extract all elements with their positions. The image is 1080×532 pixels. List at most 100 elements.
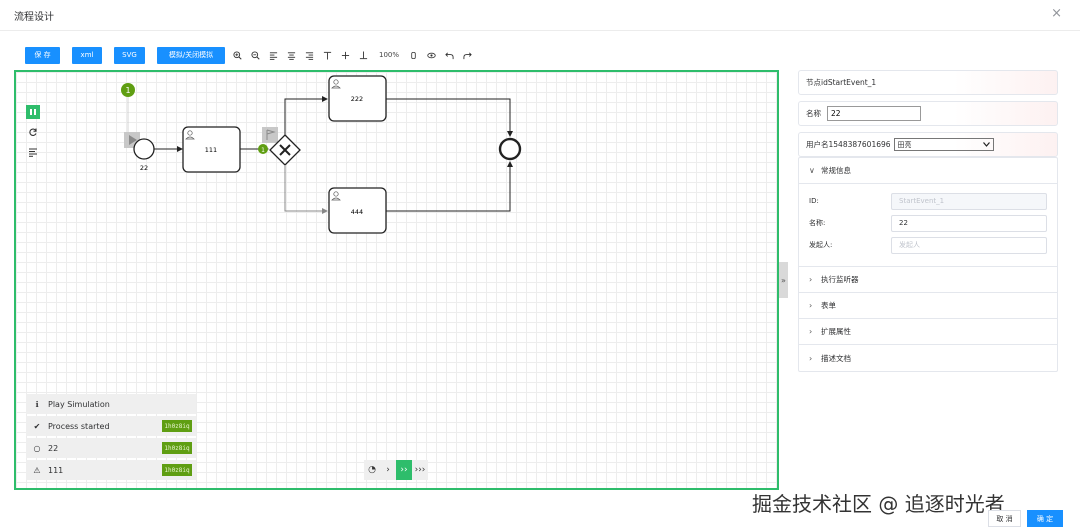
sequence-flow[interactable] <box>386 98 513 137</box>
chevron-right-icon: › <box>809 353 813 363</box>
align-left-icon[interactable] <box>267 49 279 61</box>
section-title: 表单 <box>821 301 836 310</box>
name-field-label: 名称: <box>809 219 826 227</box>
user-label: 用户名1548387601696 <box>806 140 891 149</box>
reset-icon[interactable] <box>26 125 40 139</box>
node-id-card: 节点idStartEvent_1 <box>798 70 1058 95</box>
check-circle-icon: ✔ <box>33 421 41 431</box>
section-general-body: ID: StartEvent_1 名称: 22 发起人: 发起人 <box>799 184 1057 267</box>
align-top-icon[interactable] <box>321 49 333 61</box>
task-label: 444 <box>351 208 363 216</box>
align-center-icon[interactable] <box>285 49 297 61</box>
section-form-header[interactable]: › 表单 <box>799 293 1057 319</box>
token-id-badge: 1h0z8iq <box>162 420 192 432</box>
svg-button[interactable]: SVG <box>114 46 145 64</box>
save-button[interactable]: 保 存 <box>25 46 60 64</box>
start-event-icon: ○ <box>33 443 41 453</box>
start-event-label: 22 <box>140 164 148 172</box>
gateway-trigger-icon[interactable] <box>262 127 278 143</box>
toolbar: 保 存 xml SVG 模拟/关闭模拟 100% <box>25 46 479 64</box>
clear-icon[interactable] <box>407 49 419 61</box>
align-middle-icon[interactable] <box>339 49 351 61</box>
section-title: 扩展属性 <box>821 327 851 336</box>
chevron-down-icon <box>982 142 990 147</box>
chevron-right-icon: › <box>809 301 813 310</box>
name-label: 名称 <box>806 109 821 118</box>
section-title: 描述文档 <box>821 353 851 363</box>
log-text: 22 <box>48 443 59 453</box>
redo-icon[interactable] <box>461 49 473 61</box>
log-row: ○ 22 1h0z8iq <box>26 438 196 458</box>
log-text: 111 <box>48 465 64 475</box>
field-id: ID: StartEvent_1 <box>809 192 1047 210</box>
speed-fast-button[interactable]: ››› <box>414 465 426 475</box>
chevron-right-icon: › <box>809 327 813 336</box>
node-id-label: 节点idStartEvent_1 <box>806 78 877 87</box>
name-input[interactable] <box>827 106 921 121</box>
log-text: Play Simulation <box>48 399 110 409</box>
speed-normal-button[interactable]: ›› <box>396 460 412 480</box>
log-row: ✔ Process started 1h0z8iq <box>26 416 196 436</box>
undo-icon[interactable] <box>443 49 455 61</box>
zoom-out-icon[interactable] <box>249 49 261 61</box>
gateway-token-badge <box>258 144 268 154</box>
start-event[interactable] <box>133 138 155 160</box>
speed-slow-button[interactable]: › <box>386 465 390 475</box>
id-label: ID: <box>809 197 819 205</box>
sequence-flow[interactable] <box>284 96 328 135</box>
preview-icon[interactable] <box>425 49 437 61</box>
align-right-icon[interactable] <box>303 49 315 61</box>
initiator-input[interactable]: 发起人 <box>891 236 1047 254</box>
user-task-icon <box>185 130 195 140</box>
bpmn-diagram: 1 22 111 <box>121 75 522 234</box>
pause-icon[interactable] <box>26 105 40 119</box>
user-task-icon: ⚠ <box>33 465 41 475</box>
token-id-badge: 1h0z8iq <box>162 442 192 454</box>
section-title: 常规信息 <box>821 166 851 175</box>
watermark: 掘金技术社区 @ 追逐时光者 <box>752 492 1005 516</box>
section-extensions-header[interactable]: › 扩展属性 <box>799 319 1057 345</box>
header-divider <box>0 30 1080 31</box>
log-row: ⚠ 111 1h0z8iq <box>26 460 196 480</box>
toggle-simulation-button[interactable]: 模拟/关闭模拟 <box>157 46 225 64</box>
cancel-button[interactable]: 取 消 <box>988 510 1021 527</box>
xml-button[interactable]: xml <box>72 46 102 64</box>
section-listeners-header[interactable]: › 执行监听器 <box>799 267 1057 293</box>
log-text: Process started <box>48 421 110 431</box>
confirm-button[interactable]: 确 定 <box>1027 510 1063 527</box>
sequence-flow[interactable] <box>386 161 513 212</box>
panel-collapse-handle[interactable]: » <box>779 262 788 298</box>
log-toggle-icon[interactable] <box>26 145 40 159</box>
task-label: 222 <box>351 95 363 103</box>
section-documentation-header[interactable]: › 描述文档 <box>799 345 1057 371</box>
simulation-side-tools <box>26 105 40 165</box>
node-name-card: 名称 <box>798 101 1058 126</box>
close-icon[interactable]: × <box>1051 6 1062 21</box>
token-count-badge: 1 <box>121 83 135 132</box>
zoom-in-icon[interactable] <box>231 49 243 61</box>
name-field-input[interactable]: 22 <box>891 214 1047 232</box>
align-bottom-icon[interactable] <box>357 49 369 61</box>
user-card: 用户名1548387601696 田亮 <box>798 132 1058 157</box>
log-row: ℹ Play Simulation <box>26 394 196 414</box>
field-name: 名称: 22 <box>809 214 1047 232</box>
task-label: 111 <box>205 146 217 154</box>
user-task-111[interactable]: 111 <box>182 126 241 173</box>
token-count-text: 1 <box>125 86 130 95</box>
simulation-speed-controls: ◔ › ›› ››› <box>364 460 428 480</box>
properties-collapse: ∨ 常规信息 ID: StartEvent_1 名称: 22 发起人: 发起人 … <box>798 157 1058 372</box>
bpmn-canvas[interactable]: 1 22 111 <box>14 70 779 490</box>
user-task-icon <box>331 191 341 201</box>
token-id-badge: 1h0z8iq <box>162 464 192 476</box>
field-initiator: 发起人: 发起人 <box>809 236 1047 254</box>
user-task-444[interactable]: 444 <box>328 187 387 234</box>
gateway-token-text: 1 <box>261 147 265 154</box>
zoom-level: 100% <box>379 51 400 59</box>
chevron-right-icon: › <box>809 275 813 284</box>
sequence-flow[interactable] <box>284 165 328 214</box>
user-task-222[interactable]: 222 <box>328 75 387 122</box>
simulation-log: ℹ Play Simulation ✔ Process started 1h0z… <box>26 394 196 482</box>
section-general-header[interactable]: ∨ 常规信息 <box>799 158 1057 184</box>
user-select[interactable]: 田亮 <box>893 138 994 151</box>
end-event[interactable] <box>498 137 522 161</box>
